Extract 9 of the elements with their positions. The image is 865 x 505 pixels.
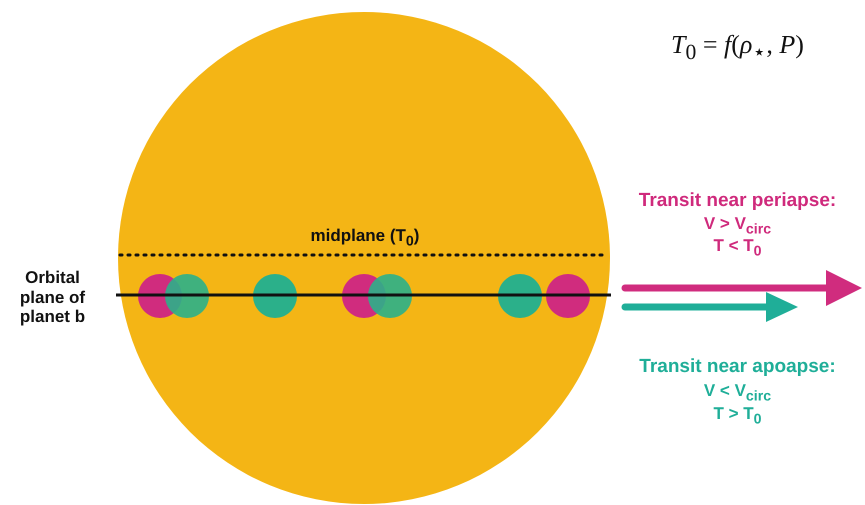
- duration-condition: T > T$_{0}$: [712, 404, 763, 428]
- transit-heading: Transit near apoapse:: [638, 356, 837, 378]
- duration-condition: T < T$_{0}$: [712, 236, 763, 260]
- velocity-condition: V < V$_{circ}$: [702, 381, 772, 405]
- orbital-plane-label: Orbital plane of planet b: [18, 268, 86, 327]
- midplane-label: midplane (T$_{0}$): [310, 226, 420, 250]
- velocity-condition: V > V$_{circ}$: [702, 214, 772, 238]
- formula: T$_{0}$ = f(ρ$_{⋆}$, P): [670, 30, 805, 66]
- transit-heading: Transit near periapse:: [638, 190, 838, 212]
